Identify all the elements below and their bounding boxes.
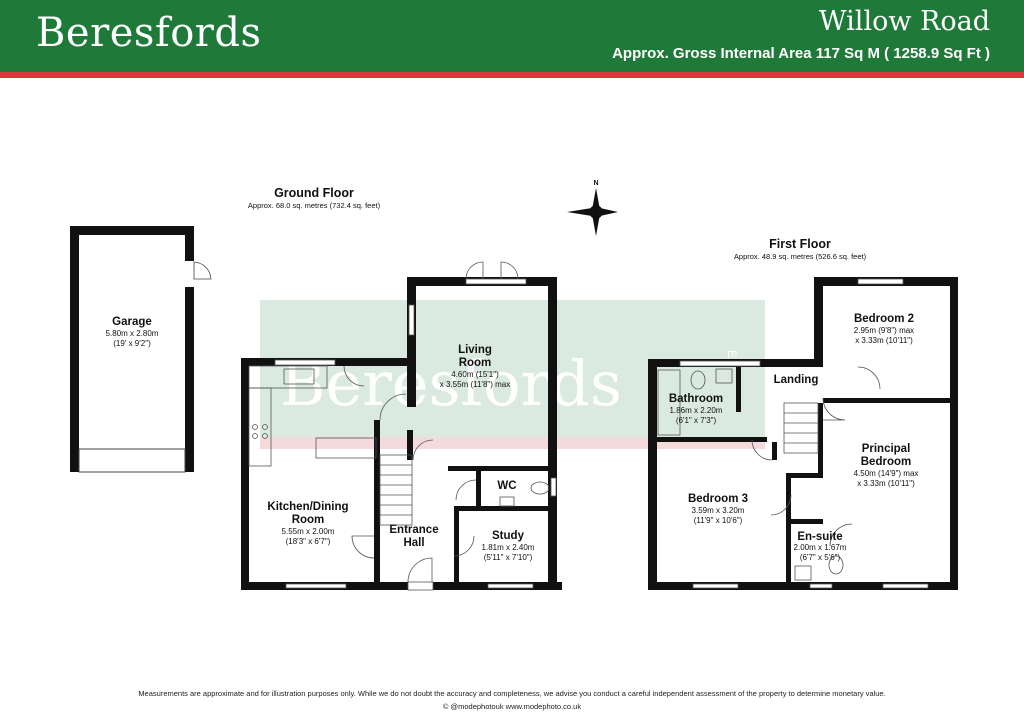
garage-name: Garage bbox=[112, 316, 152, 328]
compass-rose: N bbox=[567, 180, 618, 236]
ensuite-dim-imperial: (6'7" x 5'6") bbox=[800, 553, 841, 562]
kitchen-dim-imperial: (18'3" x 6'7") bbox=[286, 537, 331, 546]
ensuite-name: En-suite bbox=[797, 531, 842, 543]
ground-floor-area: Approx. 68.0 sq. metres (732.4 sq. feet) bbox=[248, 201, 381, 210]
ensuite-dim-metric: 2.00m x 1.67m bbox=[794, 543, 847, 552]
compass-east-point bbox=[596, 208, 618, 216]
study-dim-imperial: (5'11" x 7'10") bbox=[484, 553, 533, 562]
principal-dim-metric: 4.50m (14'9") max bbox=[854, 469, 919, 478]
principal-name-1: Principal bbox=[862, 443, 911, 455]
garage-dim-metric: 5.80m x 2.80m bbox=[106, 329, 159, 338]
garage-dim-imperial: (19' x 9'2") bbox=[113, 339, 151, 348]
principal-name-2: Bedroom bbox=[861, 456, 911, 468]
entrance-name-1: Entrance bbox=[389, 524, 438, 536]
watermark-stripe bbox=[260, 437, 765, 449]
bedroom2-dim-metric: 2.95m (9'8") max bbox=[854, 326, 914, 335]
living-dim-metric: 4.60m (15'1") bbox=[451, 370, 499, 379]
compass-ring bbox=[589, 205, 603, 219]
bedroom3-dim-metric: 3.59m x 3.20m bbox=[692, 506, 745, 515]
compass-north-point bbox=[592, 188, 600, 214]
ground-floor-fixtures bbox=[248, 261, 557, 591]
header-bar bbox=[0, 0, 1024, 72]
first-floor-fixtures bbox=[657, 278, 929, 589]
property-title: Willow Road bbox=[818, 6, 990, 37]
living-dim-imperial: x 3.55m (11'8") max bbox=[440, 380, 510, 389]
gross-area: Approx. Gross Internal Area 117 Sq M ( 1… bbox=[612, 45, 990, 62]
bedroom3-name: Bedroom 3 bbox=[688, 493, 748, 505]
bathroom-dim-imperial: (6'1" x 7'3") bbox=[676, 416, 717, 425]
garage bbox=[70, 226, 212, 473]
watermark: Beresfords ES bbox=[260, 300, 765, 449]
room-labels: Garage 5.80m x 2.80m (19' x 9'2") Living… bbox=[106, 313, 919, 562]
bedroom2-name: Bedroom 2 bbox=[854, 313, 914, 325]
kitchen-dim-metric: 5.55m x 2.00m bbox=[282, 527, 335, 536]
ground-floor-title: Ground Floor bbox=[274, 186, 354, 200]
principal-dim-imperial: x 3.33m (10'11") bbox=[857, 479, 915, 488]
wc-name: WC bbox=[497, 480, 516, 492]
bathroom-dim-metric: 1.86m x 2.20m bbox=[670, 406, 723, 415]
study-dim-metric: 1.81m x 2.40m bbox=[482, 543, 535, 552]
compass-south-point bbox=[592, 210, 600, 236]
footer-credit: © @modephotouk www.modephoto.co.uk bbox=[442, 702, 582, 711]
entrance-name-2: Hall bbox=[403, 537, 424, 549]
compass-west-point bbox=[567, 208, 596, 216]
kitchen-name-2: Room bbox=[292, 514, 325, 526]
first-floor-area: Approx. 48.9 sq. metres (526.6 sq. feet) bbox=[734, 252, 867, 261]
living-name-2: Room bbox=[459, 357, 492, 369]
first-floor-title: First Floor bbox=[769, 237, 831, 251]
footer-disclaimer: Measurements are approximate and for ill… bbox=[138, 689, 886, 698]
bathroom-name: Bathroom bbox=[669, 393, 723, 405]
living-name-1: Living bbox=[458, 344, 492, 356]
bedroom3-dim-imperial: (11'9" x 10'6") bbox=[694, 516, 743, 525]
compass-north-label: N bbox=[593, 180, 598, 187]
header-accent-stripe bbox=[0, 72, 1024, 78]
landing-name: Landing bbox=[774, 374, 819, 386]
bedroom2-dim-imperial: x 3.33m (10'11") bbox=[855, 336, 913, 345]
study-name: Study bbox=[492, 530, 525, 542]
brand-logo: Beresfords bbox=[36, 10, 262, 56]
kitchen-name-1: Kitchen/Dining bbox=[267, 501, 348, 513]
